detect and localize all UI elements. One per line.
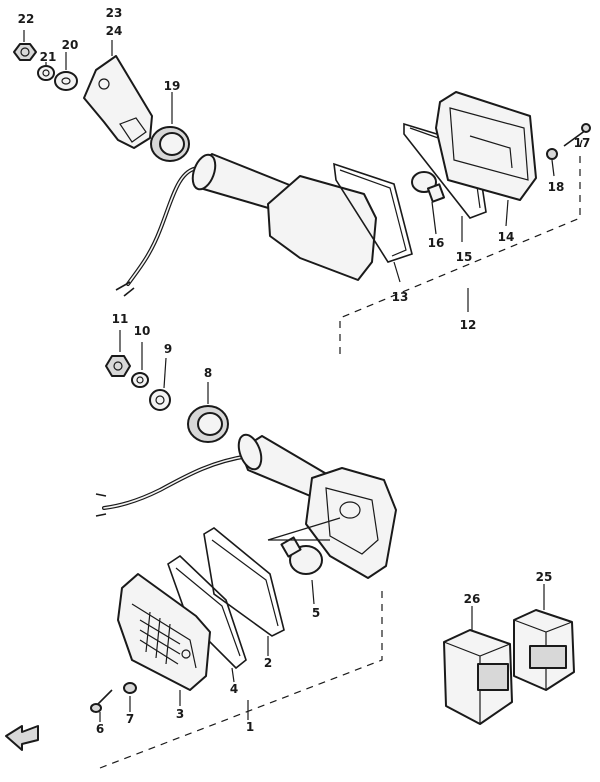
callout-15: 15 bbox=[456, 250, 473, 264]
callout-5: 5 bbox=[312, 606, 320, 620]
callout-7: 7 bbox=[126, 712, 134, 726]
grommet-8 bbox=[187, 405, 229, 443]
callout-3: 3 bbox=[176, 707, 184, 721]
callout-10: 10 bbox=[134, 324, 151, 338]
bracket-23-24 bbox=[83, 55, 153, 149]
turn-signal-housing-lower bbox=[237, 433, 397, 579]
washer-20 bbox=[54, 71, 78, 91]
callout-6: 6 bbox=[96, 722, 104, 736]
callout-4: 4 bbox=[230, 682, 238, 696]
callout-24: 24 bbox=[106, 24, 123, 38]
turn-signal-housing-upper bbox=[191, 153, 377, 281]
gasket-13 bbox=[333, 162, 413, 263]
relay-25 bbox=[513, 609, 575, 691]
callout-19: 19 bbox=[164, 79, 181, 93]
leaders-upper bbox=[23, 30, 583, 354]
callout-13: 13 bbox=[392, 290, 409, 304]
callout-9: 9 bbox=[164, 342, 172, 356]
callout-21: 21 bbox=[40, 50, 57, 64]
screw-17 bbox=[563, 123, 591, 147]
callout-26: 26 bbox=[464, 592, 481, 606]
callout-25: 25 bbox=[536, 570, 553, 584]
callout-23: 23 bbox=[106, 6, 123, 20]
wire-harness-lower bbox=[95, 454, 250, 517]
lens-3 bbox=[117, 573, 211, 691]
gasket-2 bbox=[203, 527, 285, 637]
nut-22 bbox=[13, 43, 37, 61]
callout-12: 12 bbox=[460, 318, 477, 332]
wire-harness-upper bbox=[115, 166, 200, 297]
callout-22: 22 bbox=[18, 12, 35, 26]
callout-17: 17 bbox=[574, 136, 591, 150]
lens-14 bbox=[435, 91, 537, 201]
callout-16: 16 bbox=[428, 236, 445, 250]
callout-2: 2 bbox=[264, 656, 272, 670]
callout-1: 1 bbox=[246, 720, 254, 734]
leaders-lower bbox=[99, 517, 383, 769]
callout-8: 8 bbox=[204, 366, 212, 380]
grommet-19 bbox=[150, 126, 190, 162]
washer-18 bbox=[546, 148, 558, 160]
washer-9 bbox=[149, 389, 171, 411]
front-arrow-icon bbox=[5, 725, 39, 751]
leaders-middle bbox=[119, 330, 209, 404]
callout-11: 11 bbox=[112, 312, 129, 326]
relay-26 bbox=[443, 629, 513, 725]
callout-18: 18 bbox=[548, 180, 565, 194]
washer-7 bbox=[123, 682, 137, 694]
leaders-relays bbox=[471, 584, 545, 630]
callout-20: 20 bbox=[62, 38, 79, 52]
bulb-5 bbox=[280, 536, 323, 575]
screw-6 bbox=[90, 689, 113, 713]
nut-11 bbox=[105, 355, 131, 377]
callout-14: 14 bbox=[498, 230, 515, 244]
lock-washer-10 bbox=[131, 372, 149, 388]
bulb-16 bbox=[411, 171, 446, 203]
lock-washer-21 bbox=[37, 65, 55, 81]
